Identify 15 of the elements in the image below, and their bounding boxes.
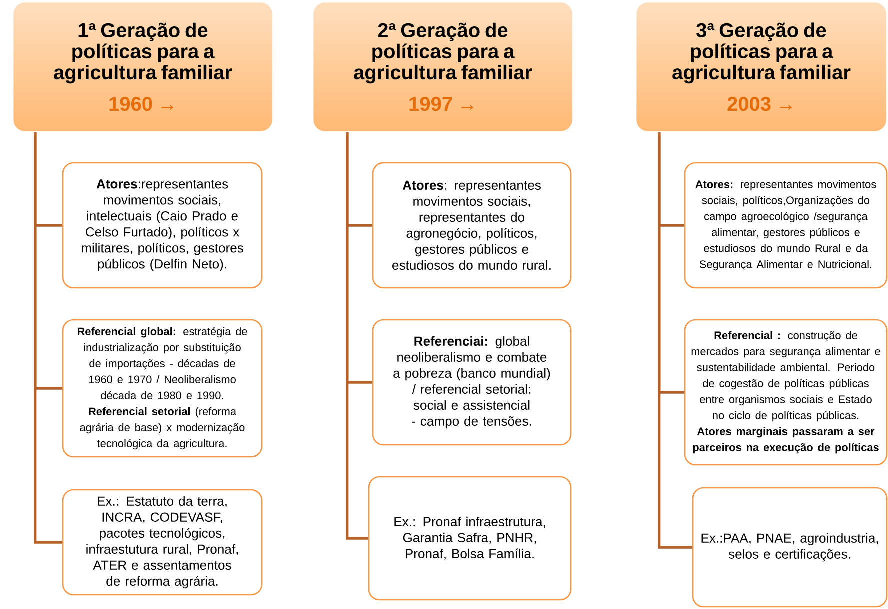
text-box: Atores: representantes movimentos sociais, políticos,Organizações do campo agroecológico /segurança alimentar, gestores públicos e estudiosos do mundo Rural e da Segurança Alimentar e Nutricional.	[684, 162, 888, 289]
header-box: 3ª Geração de políticas para a agricultura familiar 2003 →	[635, 1, 888, 133]
connector	[658, 132, 692, 549]
text-box: Ex.:PAA, PNAE, agroindustria, selos e certificações.	[692, 487, 888, 608]
text-box: Referenciai: global neoliberalismo e combate a pobreza (banco mundial) / referencial setorial: social e assistencial - campo de tensões.	[372, 319, 572, 446]
text-box: Atores:representantes movimentos sociais, intelectuais (Caio Prado e Celso Furtado), políticos x militares, políticos, gestores públicos (Delfin Neto).	[62, 162, 263, 289]
text-box: Referencial : construção de mercados para segurança alimentar e sustentabilidade ambiental. Periodo de cogestão de políticas públicas entre organismos sociais e Estado no ciclo de políticas públicas. Atores marginais passaram a ser parceiros na execução de políticas	[684, 319, 888, 466]
text-box: Referencial global: estratégia de industrialização por substituição de importações - décadas de 1960 e 1970 / Neoliberalismo década de 1980 e 1990. Referencial setorial (reforma agrária de base) x modernização tecnológica da agricultura.	[62, 319, 263, 458]
text-box: Ex.: Pronaf infraestrutura, Garantia Safra, PNHR, Pronaf, Bolsa Família.	[368, 476, 572, 601]
connector	[346, 132, 368, 540]
text-box: Atores: representantes movimentos sociais, representantes do agronegócio, políticos, gestores públicos e estudiosos do mundo rural.	[372, 162, 572, 289]
text-box: Ex.: Estatuto da terra, INCRA, CODEVASF, pacotes tecnológicos, infraestutura rural, Pronaf, ATER e assentamentos de reforma agrária.	[62, 489, 263, 596]
connector	[34, 132, 62, 544]
header-box: 2ª Geração de políticas para a agricultura familiar 1997 →	[312, 1, 574, 133]
header-box: 1ª Geração de políticas para a agricultura familiar 1960 →	[12, 1, 274, 133]
